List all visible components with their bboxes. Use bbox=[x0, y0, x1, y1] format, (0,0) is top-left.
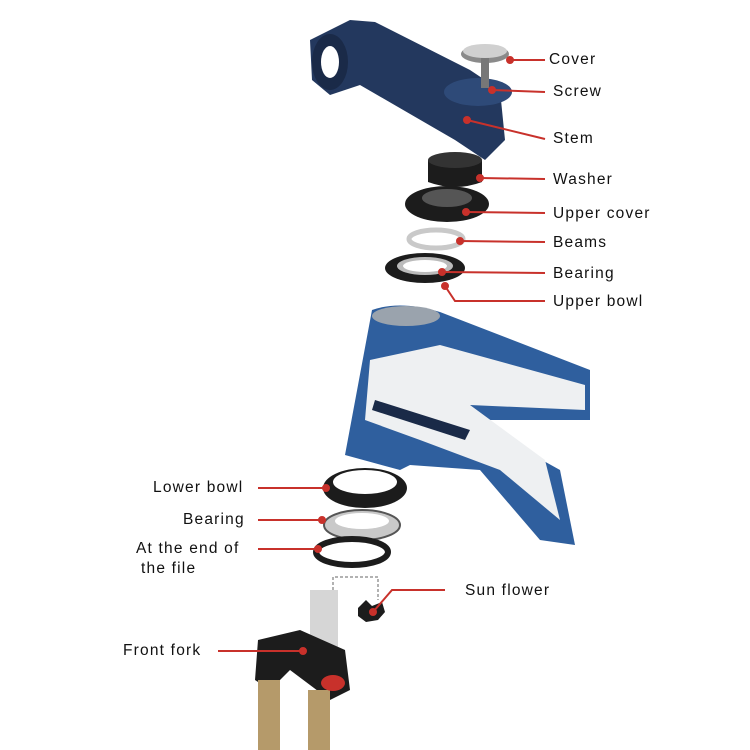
label-beams: Beams bbox=[553, 234, 608, 251]
label-upper-cover: Upper cover bbox=[553, 205, 651, 222]
washer-part bbox=[428, 152, 482, 187]
stem-part bbox=[310, 20, 512, 160]
leader-lines bbox=[218, 56, 546, 655]
label-cover: Cover bbox=[549, 51, 597, 68]
label-sun-flower: Sun flower bbox=[465, 582, 551, 599]
label-end-of-file-1: At the end of bbox=[136, 540, 240, 557]
crown-race-ring bbox=[313, 536, 391, 568]
upper-bearing-part bbox=[385, 253, 465, 283]
front-fork-part bbox=[255, 590, 350, 750]
label-bearing-lower: Bearing bbox=[183, 511, 245, 528]
label-lower-bowl: Lower bowl bbox=[153, 479, 244, 496]
beams-ring bbox=[406, 227, 466, 251]
upper-cover-part bbox=[405, 186, 489, 222]
label-washer: Washer bbox=[553, 171, 614, 188]
label-bearing-upper: Bearing bbox=[553, 265, 615, 282]
cover-part bbox=[461, 44, 509, 88]
lower-bowl-part bbox=[323, 468, 407, 508]
label-front-fork: Front fork bbox=[123, 642, 202, 659]
lower-bearing-part bbox=[323, 509, 401, 541]
frame-part bbox=[345, 305, 590, 545]
label-stem: Stem bbox=[553, 130, 594, 147]
label-upper-bowl: Upper bowl bbox=[553, 293, 644, 310]
label-end-of-file-2: the file bbox=[141, 560, 197, 577]
label-screw: Screw bbox=[553, 83, 603, 100]
dashed-guide bbox=[332, 576, 379, 600]
